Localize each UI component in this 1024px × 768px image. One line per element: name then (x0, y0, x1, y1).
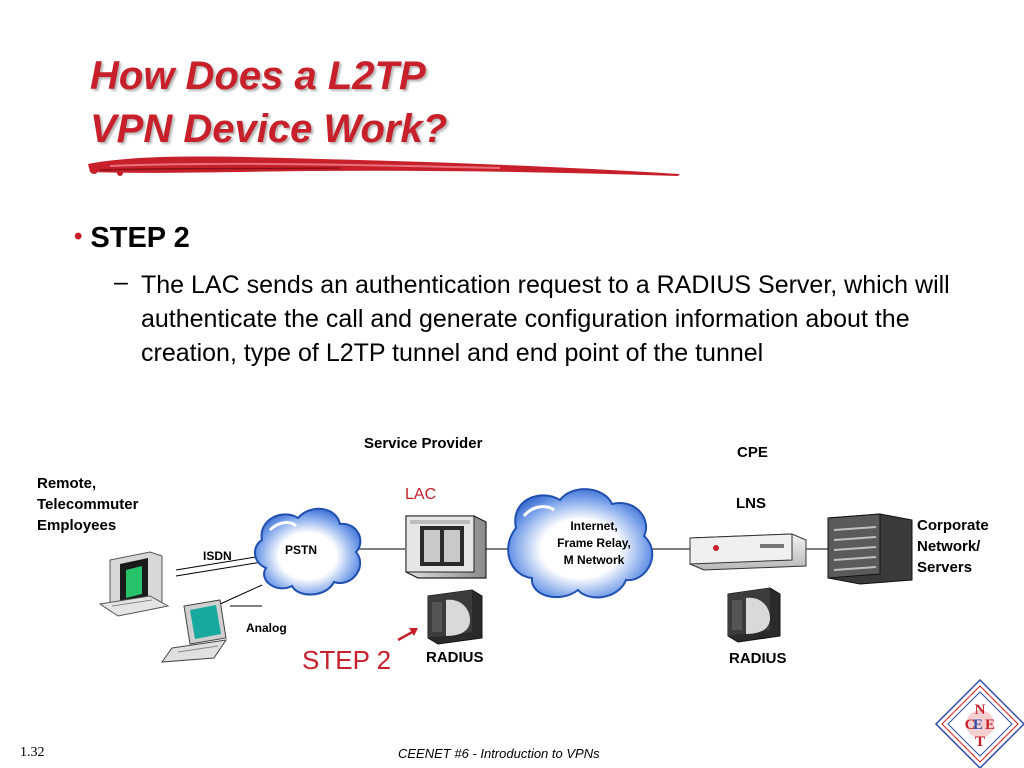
radius-server-right-icon (727, 587, 781, 643)
lac-label: LAC (405, 486, 437, 503)
ceenet-logo: N C E E T (934, 678, 1024, 768)
bullet-text: STEP 2 (90, 222, 190, 254)
remote-line-3: Employees (37, 517, 117, 534)
laptop-icon (160, 599, 228, 663)
radius-server-left-icon (427, 589, 483, 645)
svg-text:E: E (985, 717, 995, 733)
slide-title: How Does a L2TP VPN Device Work? (90, 50, 710, 156)
remote-line-2: Telecommuter (37, 496, 139, 513)
internet-label: Internet, Frame Relay, M Network (548, 518, 640, 569)
internet-cloud-icon (507, 488, 654, 599)
svg-text:T: T (975, 734, 985, 750)
corporate-line-1: Corporate (917, 517, 989, 534)
remote-line-1: Remote, (37, 475, 97, 492)
footer-course: CEENET #6 - Introduction to VPNs (398, 746, 600, 761)
corporate-server-icon (827, 513, 913, 585)
svg-text:N: N (975, 702, 986, 718)
isdn-label: ISDN (203, 549, 232, 563)
corporate-line-2: Network/ (917, 538, 981, 555)
corporate-label: Corporate Network/ Servers (917, 515, 989, 578)
slide-number: 1.32 (20, 745, 45, 760)
lac-rack-icon (405, 515, 487, 579)
corporate-line-3: Servers (917, 559, 973, 576)
svg-text:E: E (973, 717, 983, 733)
lns-label: LNS (736, 495, 766, 512)
cpe-label: CPE (737, 444, 768, 461)
desktop-computer-icon (98, 551, 170, 617)
sub-bullet-text: The LAC sends an authentication request … (141, 271, 950, 367)
radius-right-label: RADIUS (729, 650, 787, 667)
service-provider-label: Service Provider (364, 435, 483, 452)
remote-users-label: Remote, Telecommuter Employees (37, 473, 138, 536)
title-line-1: How Does a L2TP (90, 54, 426, 98)
analog-label: Analog (246, 621, 287, 635)
sub-bullet-dash: – (114, 268, 128, 296)
bullet-step: • STEP 2 (74, 222, 190, 255)
bullet-dot: • (74, 223, 83, 250)
radius-left-label: RADIUS (426, 649, 484, 666)
title-line-2: VPN Device Work? (90, 107, 448, 151)
svg-text:C: C (965, 717, 976, 733)
title-underline-brush (88, 156, 680, 176)
step-2-label: STEP 2 (302, 645, 392, 675)
internet-line-1: Internet, (570, 519, 618, 533)
internet-line-2: Frame Relay, (557, 536, 631, 550)
lns-router-icon (689, 533, 807, 571)
internet-line-3: M Network (563, 553, 625, 567)
connection-lines (175, 548, 828, 607)
pstn-label: PSTN (285, 543, 318, 557)
pstn-cloud-icon (254, 508, 362, 596)
step-arrow-icon (397, 628, 418, 642)
